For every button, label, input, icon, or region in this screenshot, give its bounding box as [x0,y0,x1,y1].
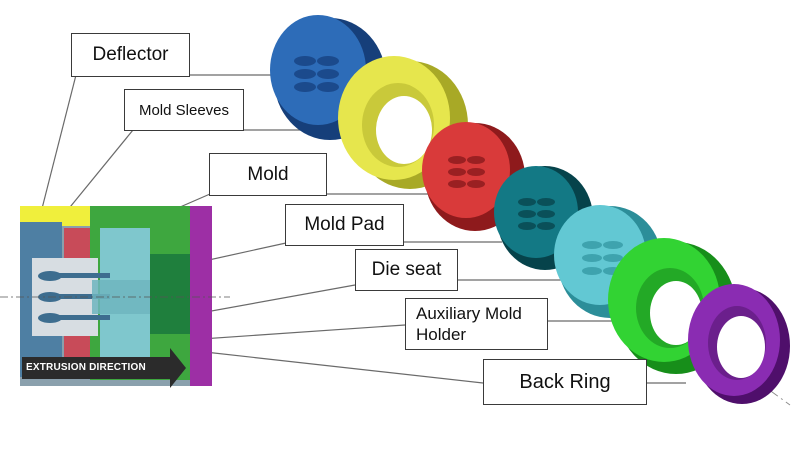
extrusion-arrow [22,348,186,388]
cross-section-back-ring-block [190,206,212,386]
leader-mold-sleeves-diagram [65,129,134,213]
label-back-ring: Back Ring [483,359,647,405]
mold-sleeves-part [338,56,468,189]
back-ring-part [688,284,790,404]
cross-section-yellow-band [20,206,102,226]
label-auxiliary-mold-holder: Auxiliary Mold Holder [405,298,548,350]
label-mold-sleeves: Mold Sleeves [124,89,244,131]
label-mold-pad: Mold Pad [285,204,404,246]
cross-section-aux-darkgreen [150,254,190,334]
leader-back-ring-diagram [204,351,484,384]
label-die-seat: Die seat [355,249,458,291]
extrusion-direction-label: EXTRUSION DIRECTION [26,362,146,373]
label-deflector: Deflector [71,33,190,77]
label-mold: Mold [209,153,327,196]
